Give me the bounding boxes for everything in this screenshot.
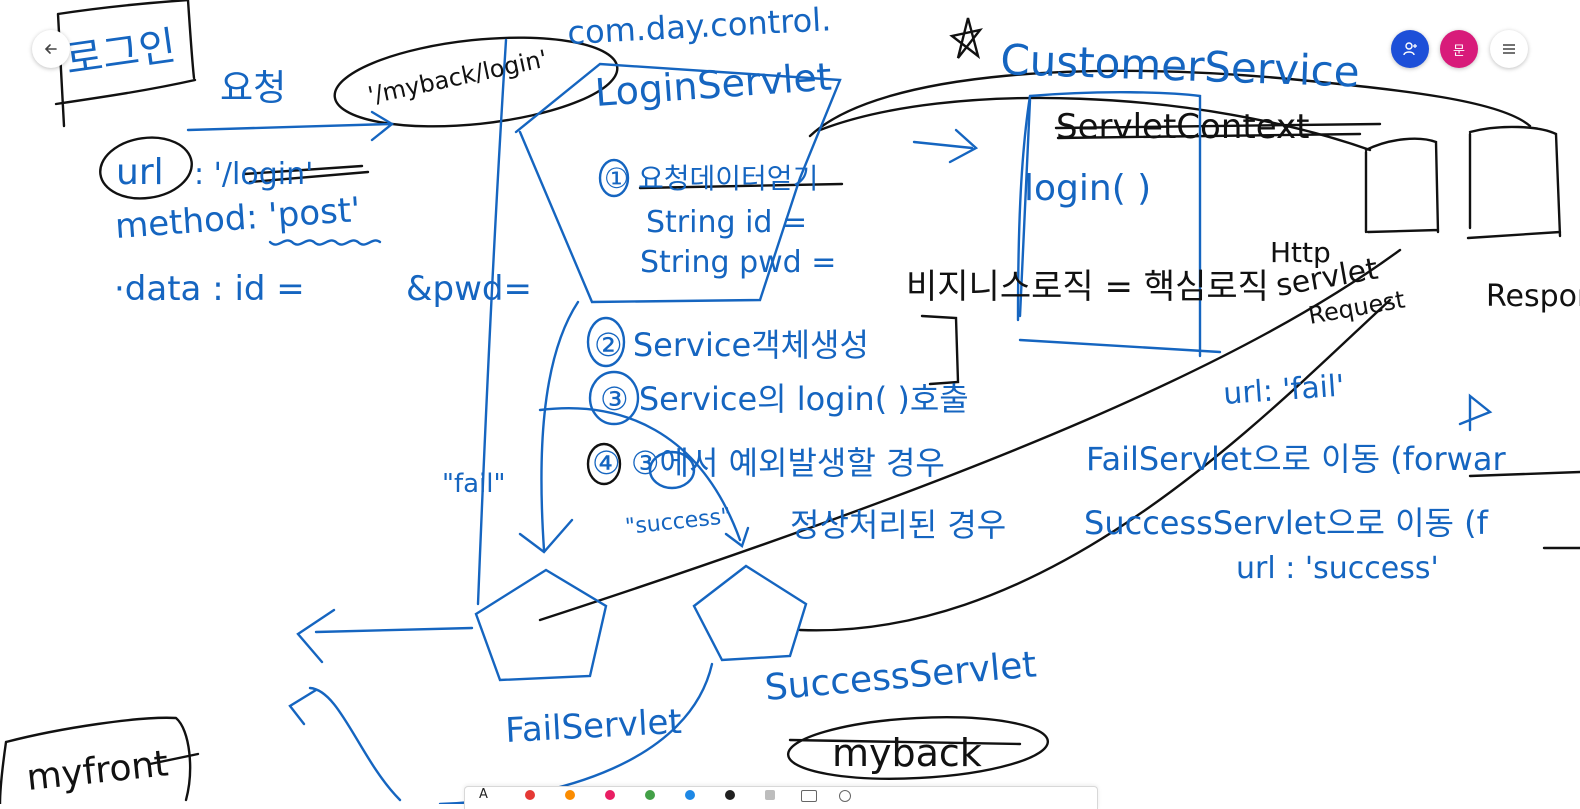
arrow-step4 — [538, 406, 750, 548]
http-label: Http — [1270, 236, 1331, 269]
drawing-toolbar[interactable]: A — [464, 786, 1098, 809]
post-wave — [268, 239, 382, 246]
package-name: com.day.control. — [566, 0, 832, 52]
fail-servlet-name: FailServlet — [504, 702, 682, 751]
menu-button[interactable] — [1490, 30, 1528, 68]
login-call-text: login( ) — [1024, 168, 1151, 209]
forward-underline — [1468, 470, 1580, 550]
step1-text: ① 요청데이터얻기 — [604, 162, 818, 195]
request-url-value: : '/login' — [194, 157, 313, 192]
data-line: ·data : id = — [114, 269, 305, 309]
success-forward-text: SuccessServlet으로 이동 (f — [1084, 504, 1489, 542]
myback-ellipse — [786, 716, 1050, 780]
success-servlet-name: SuccessServlet — [763, 644, 1038, 709]
response-label: Respon — [1486, 279, 1580, 314]
step2-text: ② Service객체생성 — [594, 326, 869, 364]
lasso-tool-icon[interactable] — [839, 790, 851, 802]
string-id-text: String id = — [646, 205, 807, 240]
fail-forward-text: FailServlet으로 이동 (forwar — [1086, 440, 1506, 478]
shape-tool-icon[interactable] — [801, 790, 817, 802]
orange-pen-tool-icon[interactable] — [565, 790, 575, 800]
pink-pen-tool-icon[interactable] — [605, 790, 615, 800]
step2-circle — [586, 316, 626, 368]
success-case-text: 정상처리된 경우 — [790, 506, 1006, 544]
string-pwd-text: String pwd = — [640, 245, 836, 280]
success-literal: "success" — [624, 504, 732, 540]
eraser-tool-icon[interactable] — [765, 790, 775, 800]
green-pen-tool-icon[interactable] — [645, 790, 655, 800]
customer-service-arc-2 — [818, 96, 1372, 152]
login-servlet-pentagon — [514, 62, 842, 304]
back-button[interactable] — [32, 30, 70, 68]
step3-text: ③ Service의 login( )호출 — [600, 380, 969, 418]
url-circle — [99, 136, 193, 200]
myback-text: myback — [832, 731, 982, 775]
step4-ref-circle — [648, 450, 696, 490]
text-tool-icon[interactable]: A — [479, 787, 488, 802]
black-pen-tool-icon[interactable] — [725, 790, 735, 800]
star-mark — [949, 17, 983, 60]
line-request-to-fail — [538, 248, 1402, 622]
fail-servlet-pentagon — [474, 568, 608, 682]
arrow-left-icon — [44, 44, 57, 54]
step4-text: ④ ③에서 예외발생할 경우 — [592, 444, 945, 482]
myfront-underline — [148, 752, 200, 766]
myfront-box — [0, 716, 192, 804]
myfront-text: myfront — [25, 743, 171, 799]
pwd-line: &pwd= — [406, 269, 532, 309]
service-bracket — [920, 314, 960, 386]
request-label: 요청 — [220, 68, 286, 109]
invite-user-button[interactable] — [1391, 30, 1429, 68]
step3-circle — [588, 370, 640, 426]
user-avatar[interactable]: 문 — [1440, 30, 1478, 68]
person-add-icon — [1403, 42, 1417, 56]
step1-underline — [638, 182, 844, 190]
mapping-ellipse — [333, 36, 619, 128]
blue-pen-tool-icon[interactable] — [685, 790, 695, 800]
mapping-bubble-text: '/myback/login' — [365, 45, 549, 110]
customer-service-title: CustomerService — [1000, 35, 1361, 97]
hamburger-icon — [1503, 44, 1515, 54]
response-object-box — [1466, 125, 1562, 240]
red-pen-tool-icon[interactable] — [525, 790, 535, 800]
servlet-context-text: ServletContext — [1056, 107, 1310, 147]
strike-servletcontext — [1054, 122, 1382, 140]
myback-band-left — [476, 38, 508, 606]
strike-login — [242, 164, 370, 184]
success-servlet-pentagon — [692, 564, 808, 662]
arrow-to-fail — [518, 300, 580, 554]
fail-url-text: url: 'fail' — [1222, 369, 1346, 412]
line-request-to-success — [798, 298, 1392, 632]
login-servlet-name: LoginServlet — [594, 55, 833, 115]
step4-circle — [586, 442, 622, 486]
title-text: 로그인 — [63, 23, 179, 84]
request-url-key: url — [116, 152, 164, 193]
step1-circle — [598, 158, 630, 198]
myback-underline — [788, 738, 1022, 746]
fail-literal: "fail" — [442, 469, 505, 499]
request-object-box — [1364, 137, 1440, 234]
fail-return-arrow — [296, 608, 474, 664]
myback-band-right — [1016, 94, 1032, 322]
success-url-text: url : 'success' — [1236, 551, 1439, 586]
title-box-stroke — [54, 0, 197, 128]
request-arrow — [186, 110, 395, 142]
customer-service-box — [1018, 91, 1222, 358]
avatar-initial: 문 — [1453, 43, 1465, 59]
blue-star — [1458, 393, 1493, 432]
customer-service-arc — [808, 69, 1532, 138]
arrow-to-service — [912, 128, 979, 164]
business-logic-text: 비지니스로직 = 핵심로직 — [906, 267, 1269, 307]
